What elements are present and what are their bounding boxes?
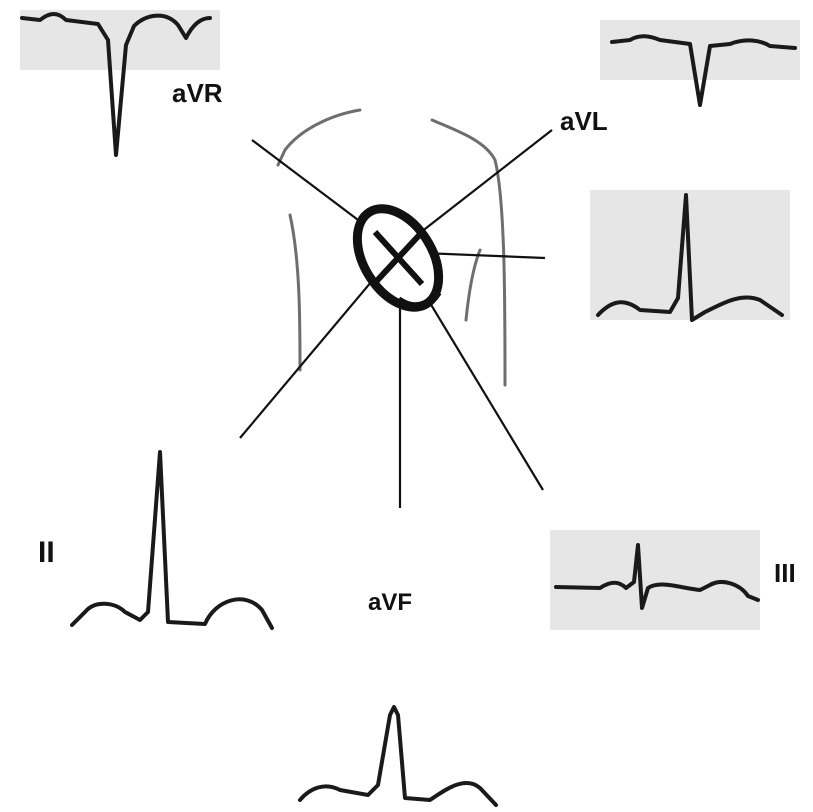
avr-label: aVR [172,78,223,108]
avf-ecg-trace [300,707,496,805]
lead-iii-label: III [774,558,796,588]
lead-ii-ecg-trace [72,452,272,628]
avl-label: aVL [560,106,608,136]
avf-label: aVF [368,589,412,616]
lead-ii-label: II [38,536,55,569]
heart-symbol [341,194,456,322]
paper-texture [20,10,800,630]
